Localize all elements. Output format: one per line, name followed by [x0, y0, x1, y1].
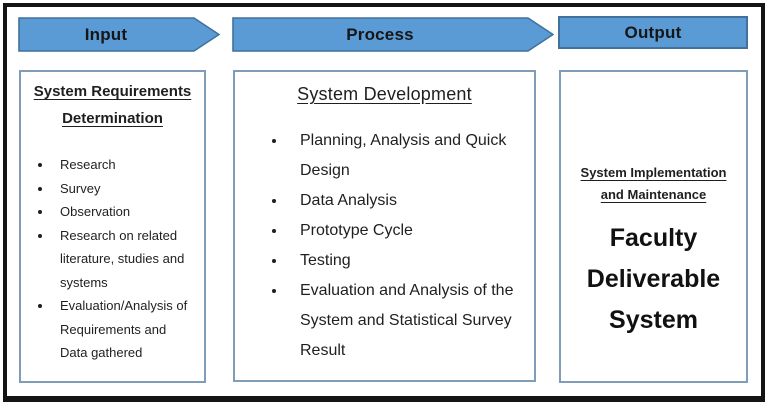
bullet-item: Evaluation and Analysis of the System an…	[287, 276, 520, 366]
input-bullet-list: Research Survey Observation Research on …	[21, 153, 204, 365]
right-arrow-shape	[232, 17, 554, 52]
product-name: Faculty Deliverable System	[586, 224, 721, 334]
input-box-title-line2: Determination	[62, 110, 163, 127]
process-box: System Development Planning, Analysis an…	[233, 70, 536, 382]
bullet-item: Observation	[53, 200, 196, 224]
process-banner-label: Process	[346, 24, 414, 44]
output-box-title-line2: and Maintenance	[600, 187, 707, 202]
input-banner: Input	[18, 17, 220, 52]
bullet-item: Testing	[287, 246, 520, 276]
input-banner-label: Input	[84, 24, 128, 44]
input-box-title-line1: System Requirements	[33, 83, 192, 100]
bullet-item: Planning, Analysis and Quick Design	[287, 126, 520, 186]
input-box-title: System Requirements Determination	[21, 78, 204, 132]
input-box: System Requirements Determination Resear…	[19, 70, 206, 383]
process-box-title-text: System Development	[297, 84, 472, 104]
process-bullet-list: Planning, Analysis and Quick Design Data…	[235, 126, 534, 366]
output-banner: Output	[558, 16, 748, 49]
process-banner: Process	[232, 17, 554, 52]
output-box: System Implementation and Maintenance Fa…	[559, 70, 748, 383]
bullet-item: Evaluation/Analysis of Requirements and …	[53, 294, 196, 365]
bullet-item: Data Analysis	[287, 186, 520, 216]
bullet-item: Research	[53, 153, 196, 177]
output-box-title: System Implementation and Maintenance	[561, 162, 746, 206]
bullet-item: Survey	[53, 177, 196, 201]
bullet-item: Research on related literature, studies …	[53, 224, 196, 295]
process-box-title: System Development	[235, 82, 534, 106]
right-arrow-shape	[18, 17, 220, 52]
output-box-title-line1: System Implementation	[580, 165, 727, 180]
output-banner-label: Output	[624, 22, 682, 42]
bullet-item: Prototype Cycle	[287, 216, 520, 246]
